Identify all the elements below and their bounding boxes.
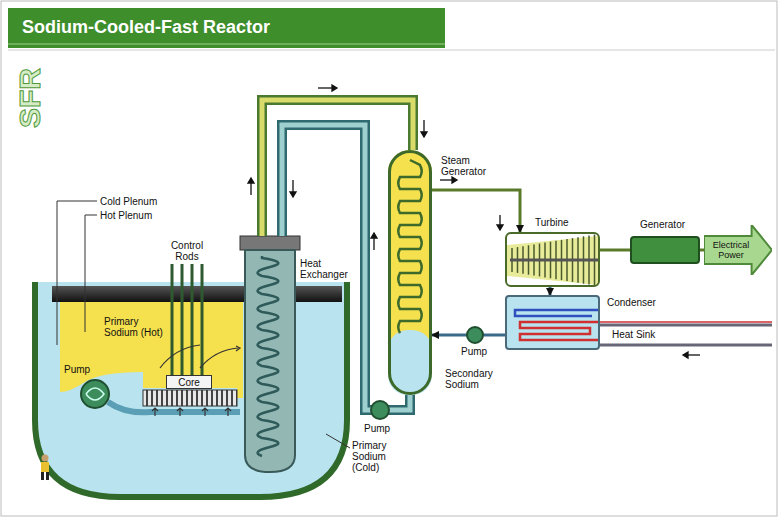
heat-exchanger-coil (258, 256, 279, 456)
part-label: Cold Plenum (100, 196, 157, 207)
heat-sink-hot-line (560, 321, 772, 323)
person-scale-icon (41, 455, 49, 481)
condenser-casing: Condenser (505, 295, 600, 350)
part-label: Primary Sodium (Hot) (104, 316, 164, 338)
primary-pump (81, 380, 109, 408)
steam-generator-bottom (388, 330, 432, 395)
turbine-shaft (510, 259, 598, 262)
secondary-pump (371, 401, 389, 419)
part-label: Heat Sink (612, 329, 655, 340)
node-text: Condenser (607, 297, 656, 308)
coil-stroke (398, 160, 421, 333)
reactor-plug (52, 286, 342, 302)
diagram-title: Sodium-Cooled-Fast Reactor (22, 16, 270, 38)
pipe-connector (432, 190, 520, 232)
pump-duct (108, 402, 240, 412)
coil-stroke (258, 256, 279, 456)
node-text: Generator (640, 219, 685, 230)
feedwater-pump (467, 327, 483, 343)
node-text: Steam Generator (441, 155, 505, 177)
steam-generator-coil (398, 160, 421, 333)
steam-generator-fill (388, 150, 432, 395)
part-label: Secondary Sodium (445, 368, 507, 390)
turbine-casing: Turbine (505, 232, 600, 287)
node-text: Turbine (535, 217, 569, 228)
condenser-coil-hot (520, 322, 598, 340)
power-arrow: Electrical Power (704, 225, 772, 275)
condenser-coil-cold (515, 310, 598, 316)
heat-exchanger (245, 250, 295, 472)
core-fuel (143, 390, 237, 406)
leader-lines (57, 201, 350, 448)
pipe-connector (549, 287, 552, 295)
core-box: Core (166, 375, 212, 389)
heat-exchanger-cap (240, 236, 300, 250)
core-flow-arrows (152, 345, 240, 416)
part-label: Pump (64, 364, 90, 375)
pipe-connector (600, 249, 630, 252)
steam-generator-vessel: Steam Generator (388, 150, 432, 395)
header-rule (8, 50, 775, 51)
node-text: Electrical Power (706, 240, 756, 260)
part-label: Hot Plenum (100, 210, 152, 221)
part-label: Pump (364, 423, 390, 434)
title-band (8, 8, 445, 48)
arrow-outline (704, 225, 772, 275)
title-rule (8, 44, 445, 45)
node-text: Core (178, 377, 200, 388)
part-label: Control Rods (160, 240, 214, 262)
part-label: Primary Sodium (Cold) (352, 440, 412, 473)
heat-sink-pipes (600, 325, 772, 345)
part-label: Pump (461, 346, 487, 357)
flow-arrows (248, 85, 700, 358)
turbine-body (507, 236, 598, 285)
control-rods (172, 264, 202, 388)
pump-impeller (86, 388, 104, 400)
part-label: Heat Exchanger (300, 258, 360, 280)
generator-box: Generator (630, 236, 700, 264)
vertical-logo: SFR (14, 68, 46, 128)
